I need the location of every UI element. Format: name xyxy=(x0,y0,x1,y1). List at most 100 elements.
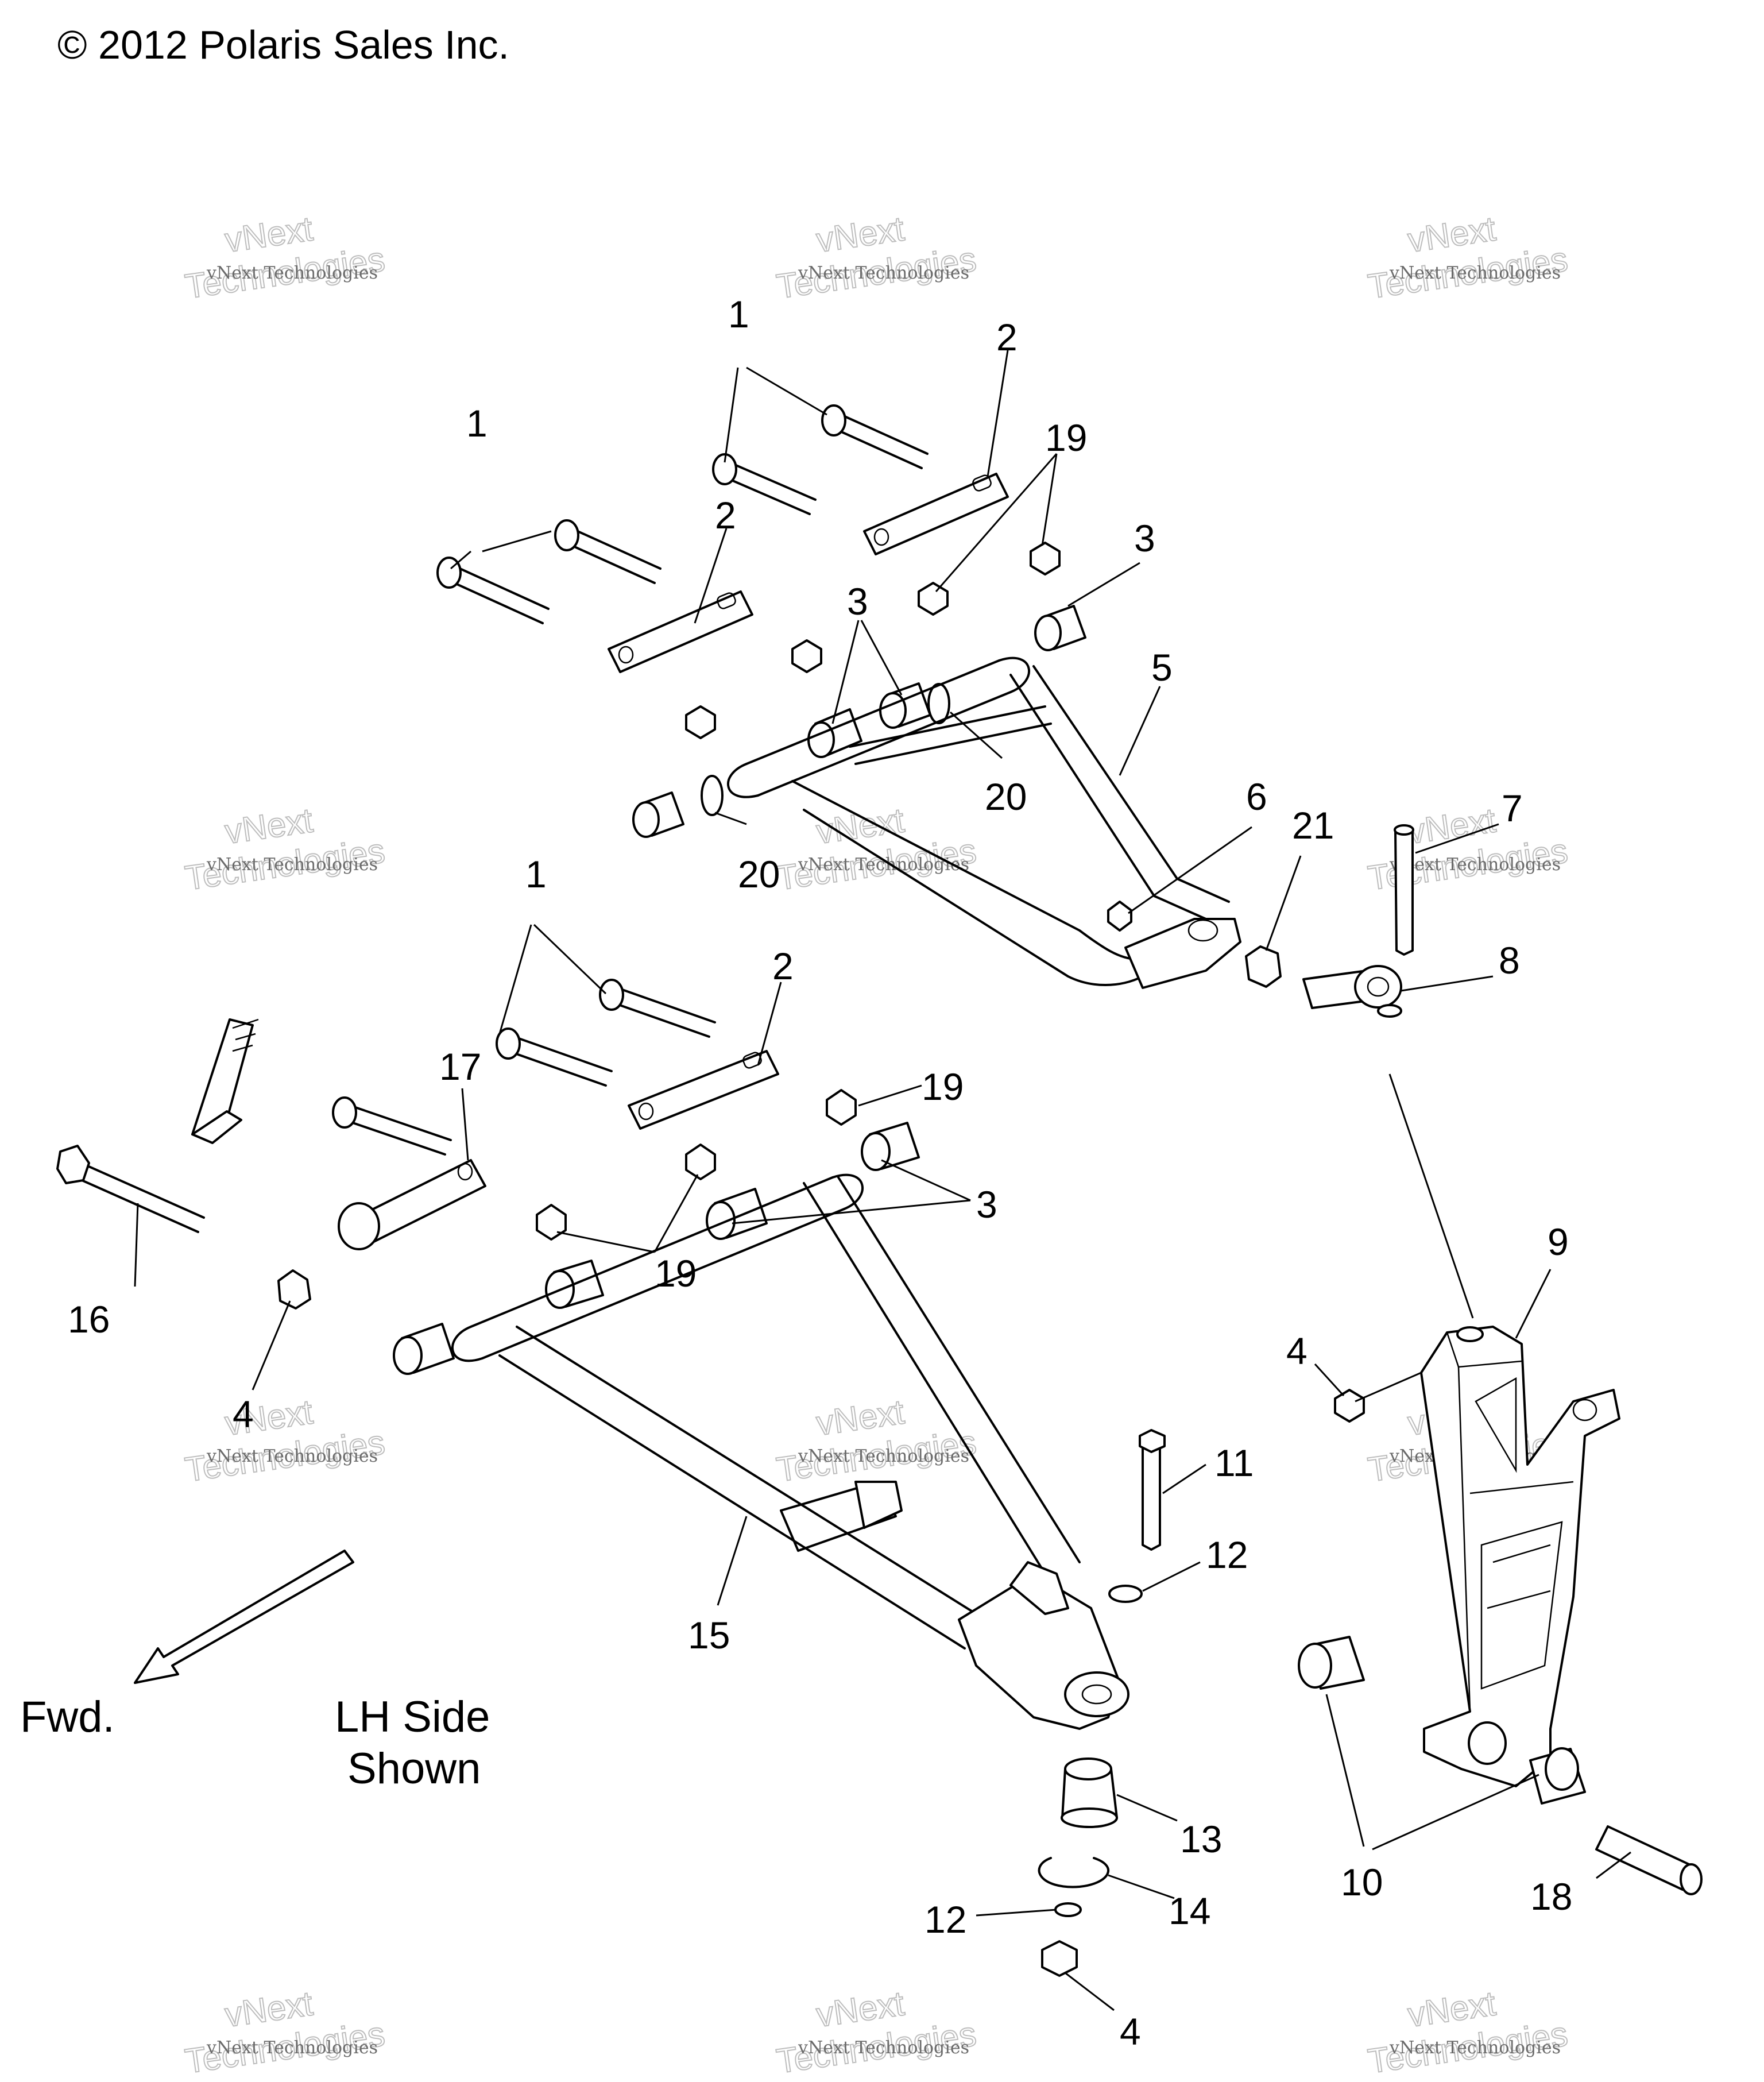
lower-bolt xyxy=(599,979,716,1038)
knuckle-bushing xyxy=(1298,1636,1365,1690)
watermark: vNext Technologies vNext Technologies xyxy=(773,1983,979,2081)
callout-label: 4 xyxy=(233,1393,254,1435)
upper-nut xyxy=(918,582,949,616)
leader-lines xyxy=(134,350,1631,2011)
copyright-text: © 2012 Polaris Sales Inc. xyxy=(57,22,509,67)
callout-label: 14 xyxy=(1169,1890,1210,1932)
upper-nut xyxy=(791,639,822,673)
watermark-small: vNext Technologies xyxy=(1389,855,1561,875)
lower-plate xyxy=(628,1050,779,1130)
callout-label: 7 xyxy=(1502,787,1523,829)
callout-label: 8 xyxy=(1499,939,1520,982)
lower-link-plate xyxy=(338,1159,486,1250)
knuckle-nut xyxy=(1334,1389,1365,1423)
upper-bolt xyxy=(436,557,550,624)
ball-bushing xyxy=(1061,1757,1118,1828)
callout-label: 12 xyxy=(924,1898,966,1941)
upper-washer xyxy=(701,775,724,816)
steering-knuckle xyxy=(1420,1326,1620,1787)
ball-joint xyxy=(1302,965,1402,1018)
watermark: vNext Technologies vNext Technologies xyxy=(1365,208,1570,306)
watermark-small: vNext Technologies xyxy=(798,263,969,283)
callout-label: 9 xyxy=(1548,1220,1569,1263)
lower-a-arm xyxy=(451,1173,1129,1730)
watermark-small: vNext Technologies xyxy=(798,1446,969,1466)
watermark: vNext Technologies vNext Technologies xyxy=(1365,1983,1570,2081)
forward-caption: Fwd. xyxy=(20,1693,115,1741)
upper-a-arm xyxy=(727,656,1241,989)
lower-a-arm-group xyxy=(56,979,1166,1977)
watermark: vNext Technologies vNext Technologies xyxy=(1365,800,1570,898)
callout-label: 3 xyxy=(976,1183,997,1226)
knuckle-bushing xyxy=(1529,1747,1586,1805)
vertical-bolt xyxy=(1139,1429,1166,1551)
watermark: vNext Technologies vNext Technologies xyxy=(182,800,388,898)
upper-bushing xyxy=(632,791,684,838)
upper-bolt xyxy=(554,519,662,584)
callout-label: 17 xyxy=(439,1045,481,1088)
watermark-small: vNext Technologies xyxy=(206,855,378,875)
callout-label: 12 xyxy=(1206,1534,1248,1576)
callout-label: 19 xyxy=(922,1065,964,1108)
callout-label: 5 xyxy=(1151,646,1173,689)
watermark: vNext Technologies vNext Technologies xyxy=(182,1392,388,1489)
callout-label: 1 xyxy=(466,402,488,445)
watermark-small: vNext Technologies xyxy=(1389,2038,1561,2058)
washer xyxy=(1054,1902,1082,1917)
callout-label: 15 xyxy=(688,1614,730,1656)
lower-nut xyxy=(536,1204,567,1241)
callout-label: 3 xyxy=(1134,517,1155,559)
watermark-small: vNext Technologies xyxy=(206,1446,378,1466)
upper-a-arm-group xyxy=(436,404,1414,1018)
callout-label: 19 xyxy=(1045,416,1087,459)
watermark: vNext Technologies vNext Technologies xyxy=(773,1392,979,1489)
callout-label: 20 xyxy=(738,853,780,895)
lower-bushing xyxy=(861,1122,920,1171)
bottom-nut xyxy=(1041,1940,1078,1977)
callout-label: 4 xyxy=(1286,1330,1307,1372)
upper-nut xyxy=(685,705,716,739)
upper-washer xyxy=(927,683,950,724)
callout-label: 16 xyxy=(68,1298,110,1341)
watermark: vNext Technologies vNext Technologies xyxy=(182,1983,388,2081)
callout-label: 6 xyxy=(1246,775,1267,818)
threaded-stud xyxy=(191,1018,259,1144)
lower-bushing xyxy=(706,1188,768,1240)
washer xyxy=(1108,1585,1143,1603)
upper-plate xyxy=(863,473,1009,555)
lower-bolt xyxy=(332,1096,452,1156)
watermark-small: vNext Technologies xyxy=(798,2038,969,2058)
callout-label: 10 xyxy=(1341,1861,1383,1903)
watermark: vNext Technologies vNext Technologies xyxy=(773,800,979,898)
watermark: vNext Technologies vNext Technologies xyxy=(182,208,388,306)
upper-plate xyxy=(608,590,753,673)
lower-bolt xyxy=(496,1028,613,1087)
callout-label: 2 xyxy=(772,945,794,987)
callout-label: 2 xyxy=(715,494,736,536)
watermark: vNext Technologies vNext Technologies xyxy=(773,208,979,306)
ball-joint-nut xyxy=(1245,945,1282,988)
ball-joint-pin xyxy=(1394,824,1414,956)
forward-arrow xyxy=(134,1550,354,1684)
callout-numbers: 1 1 1 2 2 2 19 19 3 3 3 5 20 20 6 21 7 8… xyxy=(68,293,1572,2053)
side-caption-line1: LH Side xyxy=(335,1693,490,1741)
watermark-small: vNext Technologies xyxy=(1389,263,1561,283)
snap-ring xyxy=(1038,1857,1109,1888)
lower-nut xyxy=(685,1144,716,1180)
upper-bolt xyxy=(821,404,929,469)
callout-label: 19 xyxy=(655,1252,697,1295)
callout-label: 3 xyxy=(847,580,868,623)
watermark-small: vNext Technologies xyxy=(206,2038,378,2058)
callout-label: 4 xyxy=(1120,2010,1141,2053)
callout-label: 1 xyxy=(728,293,749,335)
arm-nut xyxy=(1107,901,1132,932)
spacer-tube xyxy=(1595,1825,1703,1895)
upper-bushing xyxy=(1034,605,1086,651)
lower-bushing xyxy=(393,1323,455,1375)
callout-label: 13 xyxy=(1180,1818,1222,1860)
callout-label: 21 xyxy=(1292,804,1334,847)
lower-nut xyxy=(277,1269,311,1310)
lower-nut xyxy=(826,1089,857,1126)
long-bolt xyxy=(56,1145,205,1233)
